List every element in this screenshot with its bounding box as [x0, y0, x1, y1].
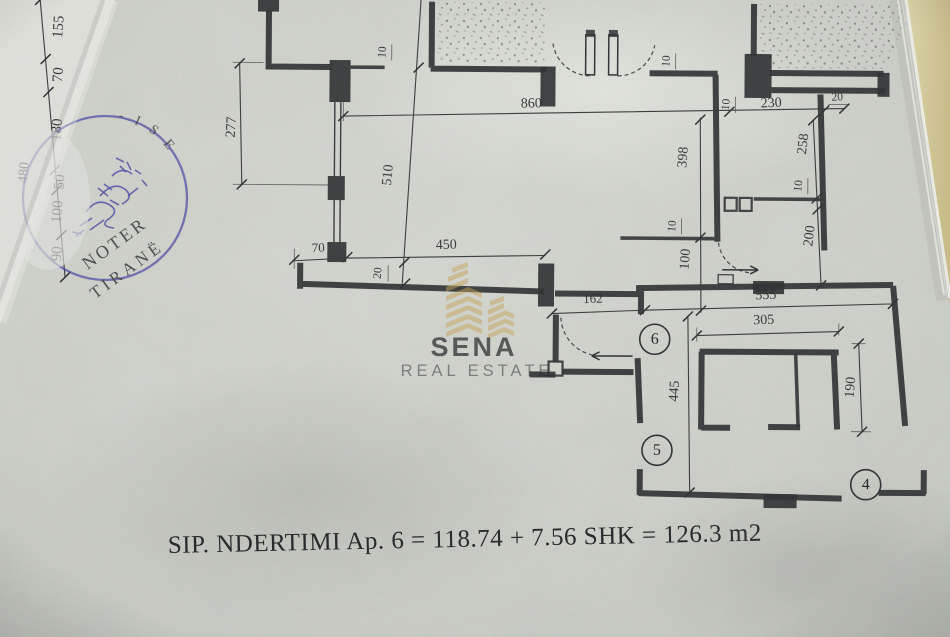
photo-vignette [0, 0, 950, 637]
scanned-floor-plan-photo: 480 155 70 180 50 100 90 277 510 20 70 4… [0, 0, 950, 637]
